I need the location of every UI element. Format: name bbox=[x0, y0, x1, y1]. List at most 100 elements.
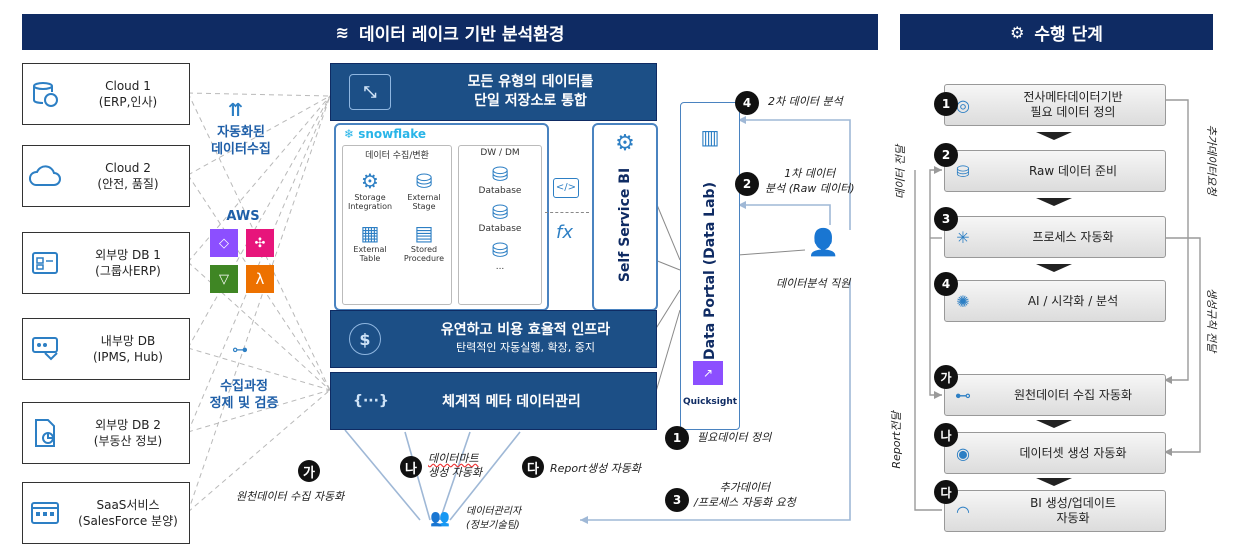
source-name: Cloud 1 bbox=[105, 79, 151, 93]
side-title-banner: ⚙ 수행 단계 bbox=[900, 14, 1213, 50]
step-badge-1: 1 bbox=[665, 426, 689, 450]
na-label: 데이터마트 생성 자동화 bbox=[428, 452, 482, 480]
label-line: (정보기술팀) bbox=[466, 520, 520, 531]
source-name: 외부망 DB 2 bbox=[95, 418, 161, 432]
step-box-3: ✳ 프로세스 자동화 bbox=[944, 216, 1166, 258]
badge-na: 나 bbox=[400, 456, 422, 478]
gauge-icon: ◠ bbox=[956, 501, 970, 521]
rule-transfer-label: 생성규칙 전달 bbox=[1205, 287, 1218, 353]
ingest-group: 데이터 수집/변환 ⚙ Storage Integration ⛁ Extern… bbox=[342, 145, 452, 305]
source-name: 내부망 DB bbox=[100, 334, 156, 348]
source-desc: (그룹사ERP) bbox=[95, 264, 161, 278]
manager-label: 데이터관리자 (정보기술팀) bbox=[466, 505, 521, 533]
self-service-label: Self Service BI bbox=[617, 167, 633, 283]
down-arrow-icon bbox=[1036, 420, 1072, 428]
label-line: 데이터마트 bbox=[428, 452, 479, 465]
source-external-db1: 외부망 DB 1(그룹사ERP) bbox=[22, 232, 190, 294]
connector-code-icon: </> bbox=[553, 178, 579, 198]
step-box-4: ✺ AI / 시각화 / 분석 bbox=[944, 280, 1166, 322]
step-box-ga: ⊷ 원천데이터 수집 자동화 bbox=[944, 374, 1166, 416]
aws-label: AWS bbox=[226, 209, 260, 224]
storage-integration-icon: ⚙ bbox=[361, 169, 379, 193]
label-line: 추가데이터 bbox=[719, 481, 771, 494]
snowflake-brand: snowflake bbox=[358, 127, 427, 141]
infra-line1: 유연하고 비용 효율적 인프라 bbox=[440, 322, 611, 338]
data-transfer-label: 데이터 전달 bbox=[894, 144, 907, 200]
step-badge-4: 4 bbox=[735, 91, 759, 115]
ai-brain-icon: ✺ bbox=[956, 291, 970, 311]
source-name: SaaS서비스 bbox=[96, 498, 160, 512]
database-cloud-icon bbox=[23, 79, 67, 109]
step-line: 원천데이터 수집 자동화 bbox=[1013, 387, 1133, 402]
step-line: 자동화 bbox=[1056, 511, 1090, 525]
external-table-label: External Table bbox=[353, 245, 387, 263]
integrate-line1: 모든 유형의 데이터를 bbox=[467, 74, 594, 90]
pipe-icon: ⊷ bbox=[955, 385, 971, 405]
label-line: 생성 자동화 bbox=[428, 466, 483, 479]
down-arrow-icon bbox=[1036, 478, 1072, 486]
source-name: Cloud 2 bbox=[105, 161, 151, 175]
gear-icon: ⚙ bbox=[1010, 22, 1025, 42]
step-badge-3: 3 bbox=[665, 488, 689, 512]
step3-label: 추가데이터 /프로세스 자동화 요청 bbox=[694, 480, 796, 510]
auto-collect-arrows-icon: ⇈ bbox=[228, 100, 244, 121]
down-arrow-icon bbox=[1036, 132, 1072, 140]
label-line: 데이터관리자 bbox=[466, 506, 522, 517]
spinner-icon: ✳ bbox=[956, 227, 970, 247]
bar-chart-icon: ▥ bbox=[700, 125, 720, 149]
ga-label: 원천데이터 수집 자동화 bbox=[236, 490, 345, 503]
step-badge-2: 2 bbox=[934, 143, 958, 167]
external-stage-label: External Stage bbox=[407, 193, 441, 211]
label-line: /프로세스 자동화 요청 bbox=[694, 496, 796, 509]
snowflake-panel: ❄ snowflake 데이터 수집/변환 ⚙ Storage Integrat… bbox=[334, 123, 549, 311]
database-icon: ⛁ bbox=[491, 200, 509, 224]
label-line: 정제 및 검증 bbox=[209, 396, 279, 411]
down-arrow-icon bbox=[1036, 198, 1072, 206]
extra-request-label: 추가데이터요청 bbox=[1205, 124, 1218, 196]
lake-waves-icon: ≋ bbox=[335, 22, 349, 42]
database-stack-icon: ⛁ bbox=[956, 161, 970, 181]
step-badge-3: 3 bbox=[934, 207, 958, 231]
dw-group: DW / DM ⛁ Database ⛁ Database ⛁ ... bbox=[458, 145, 542, 305]
dollar-icon: $ bbox=[349, 323, 381, 355]
infra-line2: 탄력적인 자동실행, 확장, 중지 bbox=[456, 341, 595, 354]
da-label: Report생성 자동화 bbox=[550, 462, 642, 475]
step-box-2: ⛁ Raw 데이터 준비 bbox=[944, 150, 1166, 192]
storage-integration-label: Storage Integration bbox=[347, 193, 393, 211]
self-service-bi-box: ⚙ Self Service BI bbox=[592, 123, 658, 311]
source-desc: (ERP,인사) bbox=[98, 95, 158, 109]
source-internal-db: 내부망 DB (IPMS, Hub) bbox=[22, 318, 190, 380]
integrate-line2: 단일 저장소로 통합 bbox=[474, 93, 587, 109]
step-badge-2: 2 bbox=[735, 172, 759, 196]
step-line: 프로세스 자동화 bbox=[1032, 229, 1114, 244]
meta-box: {···} 체계적 메타 데이터관리 bbox=[330, 372, 657, 430]
internal-db-icon bbox=[23, 335, 67, 363]
quicksight-label: Quicksight bbox=[682, 397, 738, 407]
refine-label: 수집과정 정제 및 검증 bbox=[196, 378, 292, 412]
snowflake-icon: ❄ bbox=[344, 127, 355, 141]
step-line: 데이터셋 생성 자동화 bbox=[1019, 445, 1127, 460]
database-icon: ⛁ bbox=[491, 162, 509, 186]
label-line: 데이터수집 bbox=[211, 142, 271, 157]
data-portal-box: ▥ Data Portal (Data Lab) ↗ Quicksight bbox=[680, 102, 740, 430]
data-portal-label: Data Portal (Data Lab) bbox=[702, 182, 718, 360]
meta-label: 체계적 메타 데이터관리 bbox=[442, 394, 581, 410]
stored-procedure-icon: ▤ bbox=[414, 221, 434, 245]
ellipsis: ... bbox=[495, 262, 505, 272]
saas-window-icon bbox=[23, 500, 67, 526]
source-external-db2: 외부망 DB 2(부동산 정보) bbox=[22, 402, 190, 464]
ingest-header: 데이터 수집/변환 bbox=[365, 151, 429, 161]
aws-service-icons: ◇ ✣ ▽ λ bbox=[210, 229, 282, 293]
analyst-label: 데이터분석 직원 bbox=[776, 277, 851, 290]
braces-icon: {···} bbox=[353, 393, 389, 409]
step-line: 필요 데이터 정의 bbox=[1030, 105, 1116, 119]
source-desc: (SalesForce 분양) bbox=[78, 514, 178, 528]
badge-da: 다 bbox=[934, 480, 958, 504]
cloud-icon bbox=[23, 163, 67, 189]
integrate-box: ⤡ 모든 유형의 데이터를 단일 저장소로 통합 bbox=[330, 63, 657, 121]
source-desc: (IPMS, Hub) bbox=[93, 350, 163, 364]
dw-header: DW / DM bbox=[480, 148, 520, 158]
aws-eventbridge-icon: ✣ bbox=[246, 229, 274, 257]
function-icon: fx bbox=[556, 222, 573, 243]
report-transfer-label: Report전달 bbox=[890, 411, 903, 469]
